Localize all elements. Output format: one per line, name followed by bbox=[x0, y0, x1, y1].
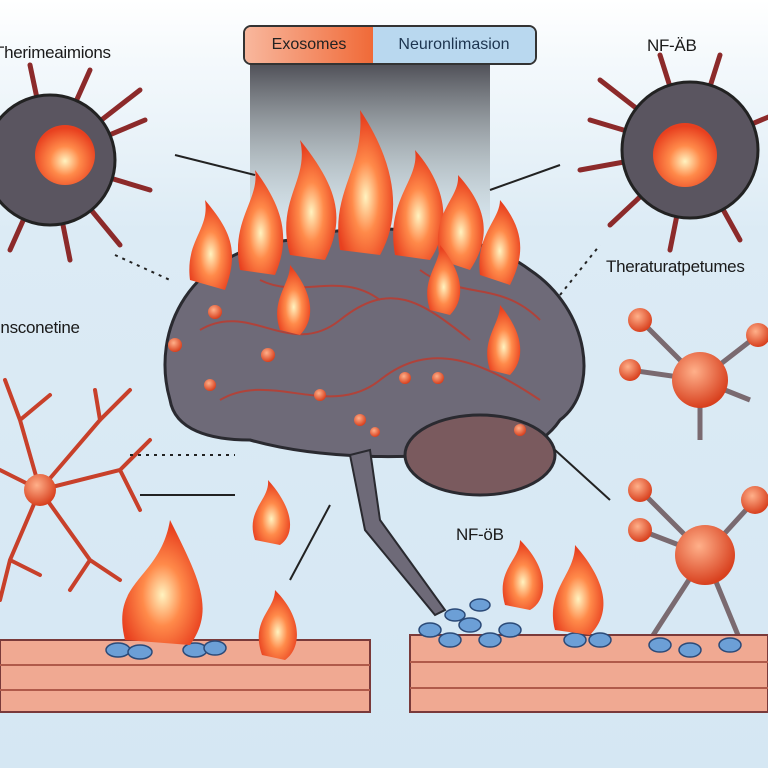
exosomes-label: Exosomes bbox=[245, 27, 373, 63]
spiky-cell-top-right bbox=[577, 52, 768, 253]
tissue-flames bbox=[122, 480, 604, 660]
label-mid-left: Insconetine bbox=[0, 318, 80, 337]
molecule-network bbox=[619, 308, 768, 642]
label-bottom-center: NF-öB bbox=[456, 525, 504, 544]
brain-stem bbox=[348, 448, 447, 617]
tissue-layer-right bbox=[409, 634, 768, 713]
astrocyte-cell bbox=[0, 378, 152, 602]
arrows bbox=[114, 154, 611, 581]
label-top-left: Therimeaimions bbox=[0, 43, 111, 62]
brain-flames bbox=[189, 110, 521, 375]
inflamed-brain bbox=[163, 110, 586, 617]
cerebellum bbox=[403, 413, 557, 497]
label-mid-right: Theraturatpetumes bbox=[606, 257, 745, 276]
neuroinflammation-label: Neuronlimasion bbox=[373, 27, 535, 63]
blue-cells bbox=[105, 598, 742, 660]
header-label-box: Exosomes Neuronlimasion bbox=[243, 25, 537, 65]
label-top-right: NF-ÄB bbox=[647, 36, 697, 55]
spiky-cell-top-left bbox=[0, 62, 153, 263]
